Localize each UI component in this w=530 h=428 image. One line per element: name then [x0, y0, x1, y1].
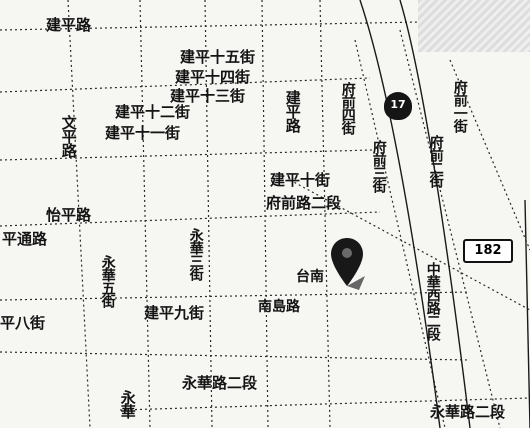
road-label-fuqian2: 府前二街	[427, 135, 444, 187]
road-label-jianping13: 建平十三街	[170, 87, 246, 105]
hatched-area	[418, 0, 530, 52]
road-label-jianping12: 建平十二街	[115, 103, 191, 121]
road-label-nandaolu: 南島路	[258, 299, 300, 315]
road-label-yonghua-bottom: 永華	[118, 390, 137, 418]
road-label-pingtonglu: 平通路	[2, 230, 48, 248]
road-label-fuqian3: 府前三街	[370, 140, 387, 192]
road-label-yonghualu2: 永華路二段	[182, 374, 258, 392]
road-label-jianping14: 建平十四街	[175, 68, 251, 86]
road-label-yonghua5: 永華五街	[99, 255, 116, 307]
road-label-jianpinglu-vertical: 建平路	[283, 90, 302, 132]
road-label-yipinglu: 怡平路	[46, 206, 92, 224]
road-label-zhonghuaxilu2: 中華西路二段	[424, 262, 441, 340]
road-label-yonghualu2-right: 永華路二段	[430, 403, 506, 421]
road-label-jianping9: 建平九街	[144, 304, 205, 322]
route-17-shield: 17	[384, 92, 412, 120]
road-label-jianping11: 建平十一街	[105, 124, 181, 142]
road-label-fuqian1: 府前一街	[451, 80, 468, 132]
place-label-tainan: 台南	[296, 269, 324, 285]
road-label-wenpinglu: 文平路	[59, 115, 78, 157]
road-label-ping8: 平八街	[0, 314, 46, 332]
road-label-jianping15: 建平十五街	[180, 48, 256, 66]
road-label-jianpinglu: 建平路	[46, 16, 92, 34]
location-pin-icon[interactable]	[329, 236, 367, 292]
route-182-shield: 182	[463, 239, 513, 263]
road-label-fuqianlu2: 府前路二段	[266, 194, 342, 212]
road-label-yonghua3: 永華三街	[187, 228, 204, 280]
major-roads	[359, 0, 530, 428]
road-label-jianping10: 建平十街	[270, 171, 331, 189]
road-label-fuqian4: 府前四街	[339, 82, 356, 134]
